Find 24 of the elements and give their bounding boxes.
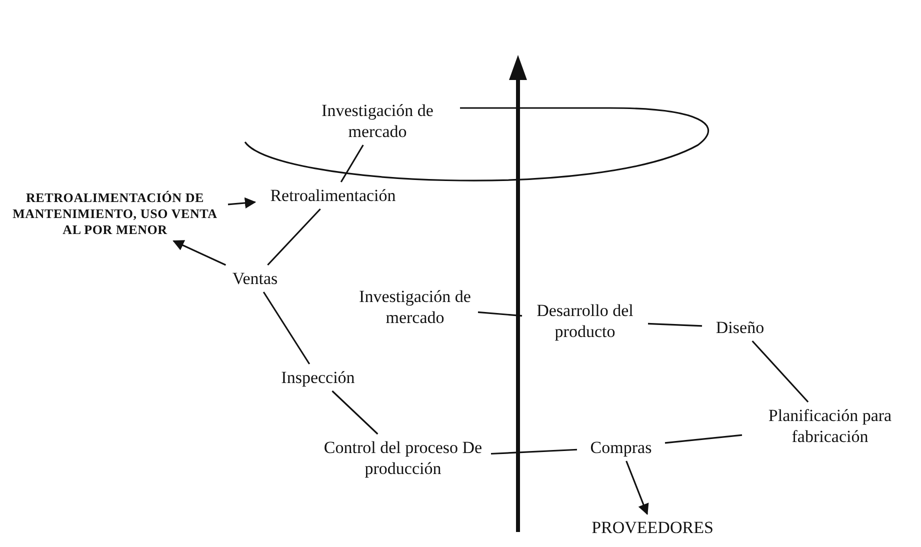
stage-label: Diseño [705,317,775,338]
stage-label: Ventas [222,268,288,289]
stage-label: Control del proceso De producción [318,437,488,479]
callout-text: RETROALIMENTACIÓN DE MANTENIMIENTO, USO VENTA AL POR MENOR [5,190,225,238]
stage-label: Inspección [268,367,368,388]
stage-label: Investigación de mercado [355,286,475,328]
connector-line [340,144,364,182]
connector-line [490,448,578,455]
stage-label: Planificación para fabricación [745,405,915,447]
stage-label: Retroalimentación [258,185,408,206]
connector-line [478,311,522,317]
stage-label: Desarrollo del producto [525,300,645,342]
arrow [172,240,226,266]
stage-label: Compras [580,437,662,458]
stage-label: Investigación de mercado [300,100,455,142]
connector-line [752,340,809,403]
arrow [228,197,256,209]
connector-line [332,390,378,435]
connector-line [267,208,321,266]
stage-label: PROVEEDORES [585,517,720,538]
connector-line [664,434,742,444]
connector-line [262,292,310,364]
connector-line [648,322,702,327]
arrow [626,460,649,516]
